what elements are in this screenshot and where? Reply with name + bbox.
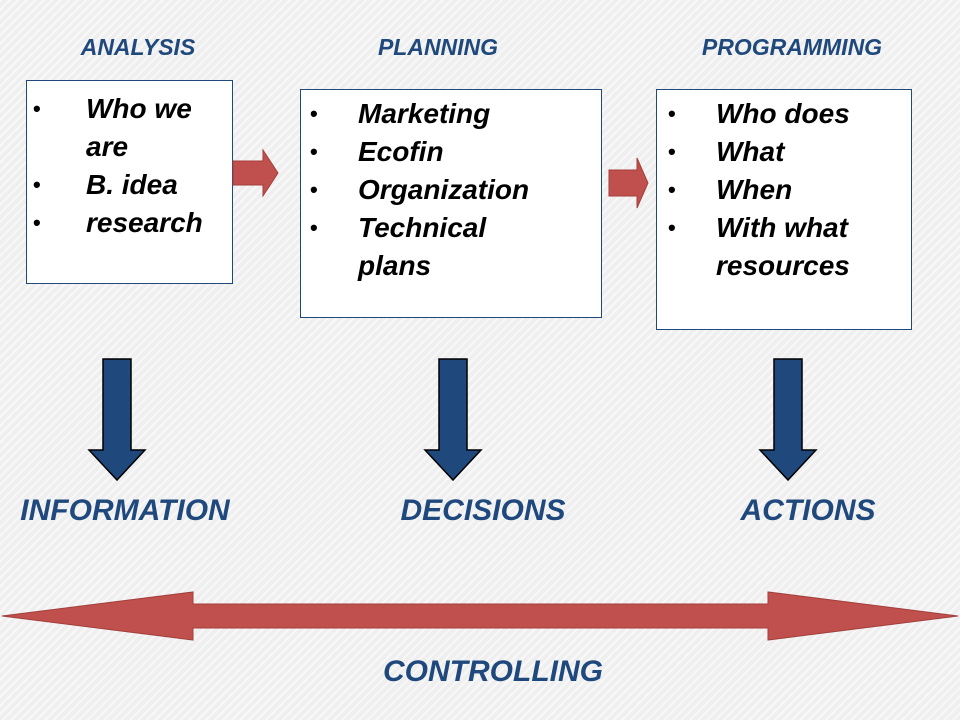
actions-label: ACTIONS bbox=[740, 494, 876, 527]
planning-to-programming-arrow-icon bbox=[608, 157, 649, 209]
planning-item-text: Marketing bbox=[358, 98, 491, 129]
programming-item-text: When bbox=[716, 174, 793, 205]
programming-item: •Who does bbox=[668, 98, 850, 129]
analysis-item-text: research bbox=[86, 207, 203, 238]
planning-item-text: Ecofin bbox=[358, 136, 444, 167]
programming-item: •With what resources bbox=[668, 212, 850, 281]
planning-item: •Ecofin bbox=[310, 136, 444, 167]
controlling-label: CONTROLLING bbox=[383, 655, 603, 688]
programming-item: •When bbox=[668, 174, 793, 205]
programming-item-text: With what resources bbox=[716, 212, 850, 281]
analysis-down-arrow-icon bbox=[87, 358, 147, 482]
planning-item: •Technical plans bbox=[310, 212, 487, 281]
analysis-item: •Who we are bbox=[33, 93, 192, 162]
decisions-label: DECISIONS bbox=[400, 494, 566, 527]
analysis-header: ANALYSIS bbox=[80, 34, 196, 60]
programming-header: PROGRAMMING bbox=[701, 34, 883, 60]
analysis-to-planning-arrow-icon bbox=[232, 148, 279, 198]
controlling-double-arrow-icon bbox=[1, 591, 959, 641]
information-label: INFORMATION bbox=[20, 494, 230, 527]
programming-down-arrow-icon bbox=[758, 358, 818, 482]
analysis-item: •B. idea bbox=[33, 169, 178, 200]
planning-header: PLANNING bbox=[377, 34, 499, 60]
programming-item: •What bbox=[668, 136, 785, 167]
programming-item-text: What bbox=[716, 136, 785, 167]
planning-item: •Marketing bbox=[310, 98, 491, 129]
analysis-box: •Who we are •B. idea •research bbox=[26, 80, 233, 284]
analysis-item-text: Who we are bbox=[86, 93, 192, 162]
programming-box: •Who does •What •When •With what resourc… bbox=[656, 89, 912, 330]
planning-item: •Organization bbox=[310, 174, 530, 205]
planning-item-text: Technical plans bbox=[358, 212, 487, 281]
programming-item-text: Who does bbox=[716, 98, 850, 129]
analysis-item: •research bbox=[33, 207, 203, 238]
analysis-item-text: B. idea bbox=[86, 169, 178, 200]
planning-item-text: Organization bbox=[358, 174, 530, 205]
planning-box: •Marketing •Ecofin •Organization •Techni… bbox=[300, 89, 602, 318]
planning-down-arrow-icon bbox=[423, 358, 483, 482]
